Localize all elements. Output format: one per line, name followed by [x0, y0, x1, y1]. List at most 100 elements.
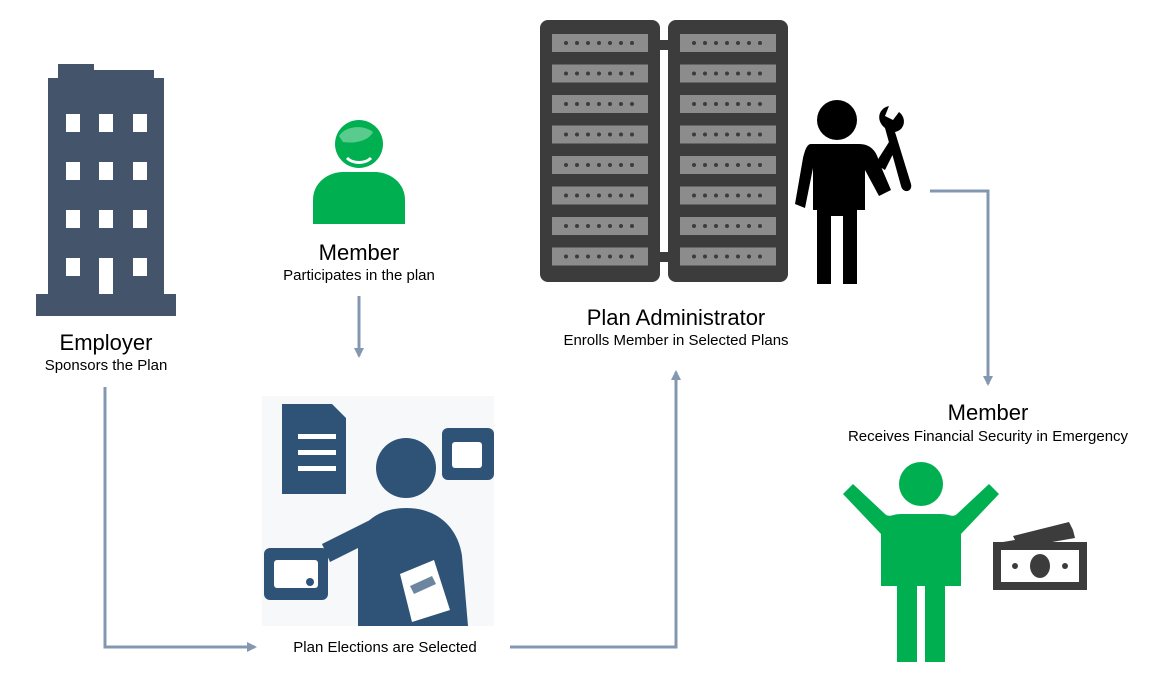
server-slot-light: [597, 102, 601, 106]
server-slot-light: [564, 41, 568, 45]
server-slot-light: [747, 193, 751, 198]
arrow-administrator-to-member: [930, 189, 993, 386]
server-slot-light: [575, 132, 579, 137]
arrow-elections-to-administrator: [510, 370, 681, 649]
server-slot-light: [564, 163, 568, 167]
server-slot-light: [758, 132, 762, 137]
server-slot-light: [692, 193, 696, 198]
server-slot-light: [630, 163, 634, 167]
server-slot-light: [586, 163, 590, 167]
server-slot-light: [619, 224, 623, 228]
server-slot-light: [758, 224, 762, 228]
server-slot-light: [597, 132, 601, 137]
server-slot-light: [703, 224, 707, 228]
server-slot-light: [564, 71, 568, 76]
server-slot-light: [736, 102, 740, 106]
server-slot-light: [692, 102, 696, 106]
server-slot-light: [714, 132, 718, 137]
employer-subtitle: Sponsors the Plan: [44, 357, 168, 374]
server-slot-light: [714, 71, 718, 76]
cash-money-icon: [993, 522, 1087, 590]
server-slot-light: [736, 224, 740, 228]
server-slot-light: [597, 41, 601, 45]
server-slot-light: [619, 102, 623, 106]
server-slot-light: [597, 163, 601, 167]
server-slot-light: [608, 254, 612, 259]
server-slot-light: [725, 132, 729, 137]
server-slot-light: [725, 102, 729, 106]
server-slot-light: [692, 224, 696, 228]
server-slot-light: [586, 71, 590, 76]
server-slot-light: [714, 224, 718, 228]
employer-title: Employer: [59, 330, 153, 355]
person-with-documents-icon: [262, 396, 494, 626]
server-slot-light: [736, 163, 740, 167]
server-slot-light: [758, 102, 762, 106]
server-slot-light: [564, 132, 568, 137]
server-slot-light: [564, 254, 568, 259]
server-slot-light: [630, 71, 634, 76]
server-slot-light: [619, 71, 623, 76]
server-slot-light: [692, 132, 696, 137]
server-slot-light: [747, 224, 751, 228]
server-slot-light: [619, 254, 623, 259]
server-slot-light: [630, 132, 634, 137]
server-slot-light: [564, 102, 568, 106]
server-slot-light: [703, 102, 707, 106]
server-slot-light: [575, 102, 579, 106]
server-slot-light: [692, 71, 696, 76]
server-slot-light: [736, 71, 740, 76]
server-slot-light: [692, 163, 696, 167]
server-slot-light: [736, 254, 740, 259]
plan-administrator-subtitle: Enrolls Member in Selected Plans: [563, 332, 789, 349]
server-slot-light: [714, 193, 718, 198]
server-slot-light: [703, 254, 707, 259]
server-slot-light: [758, 163, 762, 167]
server-slot-light: [758, 41, 762, 45]
server-slot-light: [736, 41, 740, 45]
server-slot-light: [619, 193, 623, 198]
server-slot-light: [747, 163, 751, 167]
server-slot-light: [608, 132, 612, 137]
server-slot-light: [714, 163, 718, 167]
server-slot-light: [608, 224, 612, 228]
server-slot-light: [586, 254, 590, 259]
server-slot-light: [586, 102, 590, 106]
server-slot-light: [608, 41, 612, 45]
server-slot-light: [608, 163, 612, 167]
server-slot-light: [725, 71, 729, 76]
server-slot-light: [725, 254, 729, 259]
server-slot-light: [703, 163, 707, 167]
server-slot-light: [630, 102, 634, 106]
server-slot-light: [575, 41, 579, 45]
server-slot-light: [630, 193, 634, 198]
server-slot-light: [692, 41, 696, 45]
member-beneficiary-subtitle: Receives Financial Security in Emergency: [847, 428, 1129, 445]
server-slot-light: [758, 71, 762, 76]
server-slot-light: [758, 254, 762, 259]
server-slot-light: [630, 254, 634, 259]
server-slot-light: [725, 41, 729, 45]
server-slot-light: [725, 163, 729, 167]
server-slot-light: [575, 224, 579, 228]
server-slot-light: [747, 132, 751, 137]
server-slot-light: [714, 41, 718, 45]
server-slot-light: [736, 132, 740, 137]
server-slot-light: [575, 71, 579, 76]
technician-with-wrench-icon: [795, 100, 912, 284]
member-participant-title: Member: [318, 240, 400, 265]
server-slot-light: [703, 193, 707, 198]
server-slot-light: [597, 71, 601, 76]
server-slot-light: [597, 224, 601, 228]
server-slot-light: [630, 41, 634, 45]
server-rack-icon: [540, 20, 788, 282]
plan-elections-label: Plan Elections are Selected: [293, 639, 477, 656]
server-slot-light: [608, 102, 612, 106]
server-slot-light: [597, 254, 601, 259]
server-slot-light: [725, 193, 729, 198]
server-slot-light: [758, 193, 762, 198]
member-participant-subtitle: Participates in the plan: [283, 267, 435, 284]
server-slot-light: [575, 163, 579, 167]
server-slot-light: [619, 41, 623, 45]
server-slot-light: [608, 71, 612, 76]
